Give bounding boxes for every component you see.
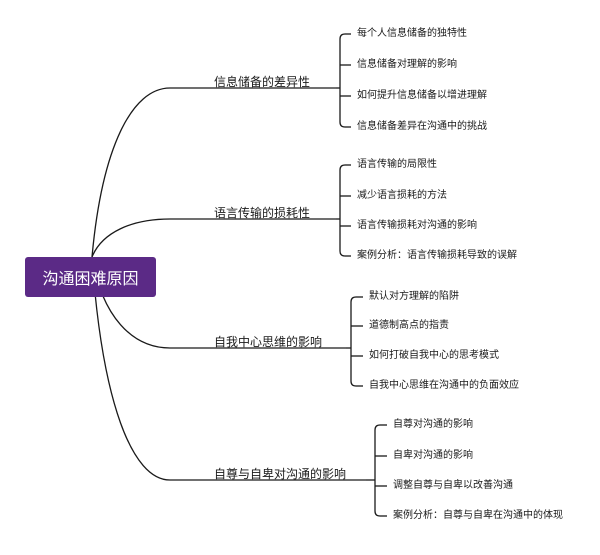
leaf-label: 自尊对沟通的影响 xyxy=(393,419,473,430)
leaf-label: 如何提升信息储备以增进理解 xyxy=(357,90,487,101)
root-node: 沟通困难原因 xyxy=(25,257,156,297)
leaf-label: 调整自尊与自卑以改善沟通 xyxy=(393,480,513,491)
branch-connector xyxy=(91,87,336,258)
leaf-label: 减少语言损耗的方法 xyxy=(357,190,447,201)
leaf-label: 语言传输损耗对沟通的影响 xyxy=(357,220,477,231)
leaf-bracket xyxy=(339,33,346,128)
leaf-bracket xyxy=(374,424,381,517)
branch-label-self-esteem: 自尊与自卑对沟通的影响 xyxy=(214,467,347,481)
leaf-label: 道德制高点的指责 xyxy=(369,320,449,331)
leaf-label: 信息储备对理解的影响 xyxy=(357,59,457,70)
leaf-label: 语言传输的局限性 xyxy=(357,159,437,170)
leaf-label: 案例分析：语言传输损耗导致的误解 xyxy=(357,250,517,261)
branch-connector xyxy=(91,218,336,258)
leaf-label: 每个人信息储备的独特性 xyxy=(357,28,467,39)
leaf-label: 如何打破自我中心的思考模式 xyxy=(369,350,499,361)
root-label: 沟通困难原因 xyxy=(42,269,139,288)
leaf-label: 自我中心思维在沟通中的负面效应 xyxy=(369,380,519,391)
leaf-bracket xyxy=(339,164,346,257)
leaf-label: 默认对方理解的陷阱 xyxy=(369,291,459,302)
leaf-label: 自卑对沟通的影响 xyxy=(393,450,473,461)
leaf-label: 案例分析：自尊与自卑在沟通中的体现 xyxy=(393,510,563,521)
branch-label-info-reserve: 信息储备的差异性 xyxy=(214,75,311,89)
branch-label-egocentric: 自我中心思维的影响 xyxy=(214,335,323,349)
branch-connector xyxy=(91,256,366,481)
leaf-bracket xyxy=(350,296,357,387)
leaf-label: 信息储备差异在沟通中的挑战 xyxy=(357,121,487,132)
branch-label-language-loss: 语言传输的损耗性 xyxy=(214,206,311,220)
